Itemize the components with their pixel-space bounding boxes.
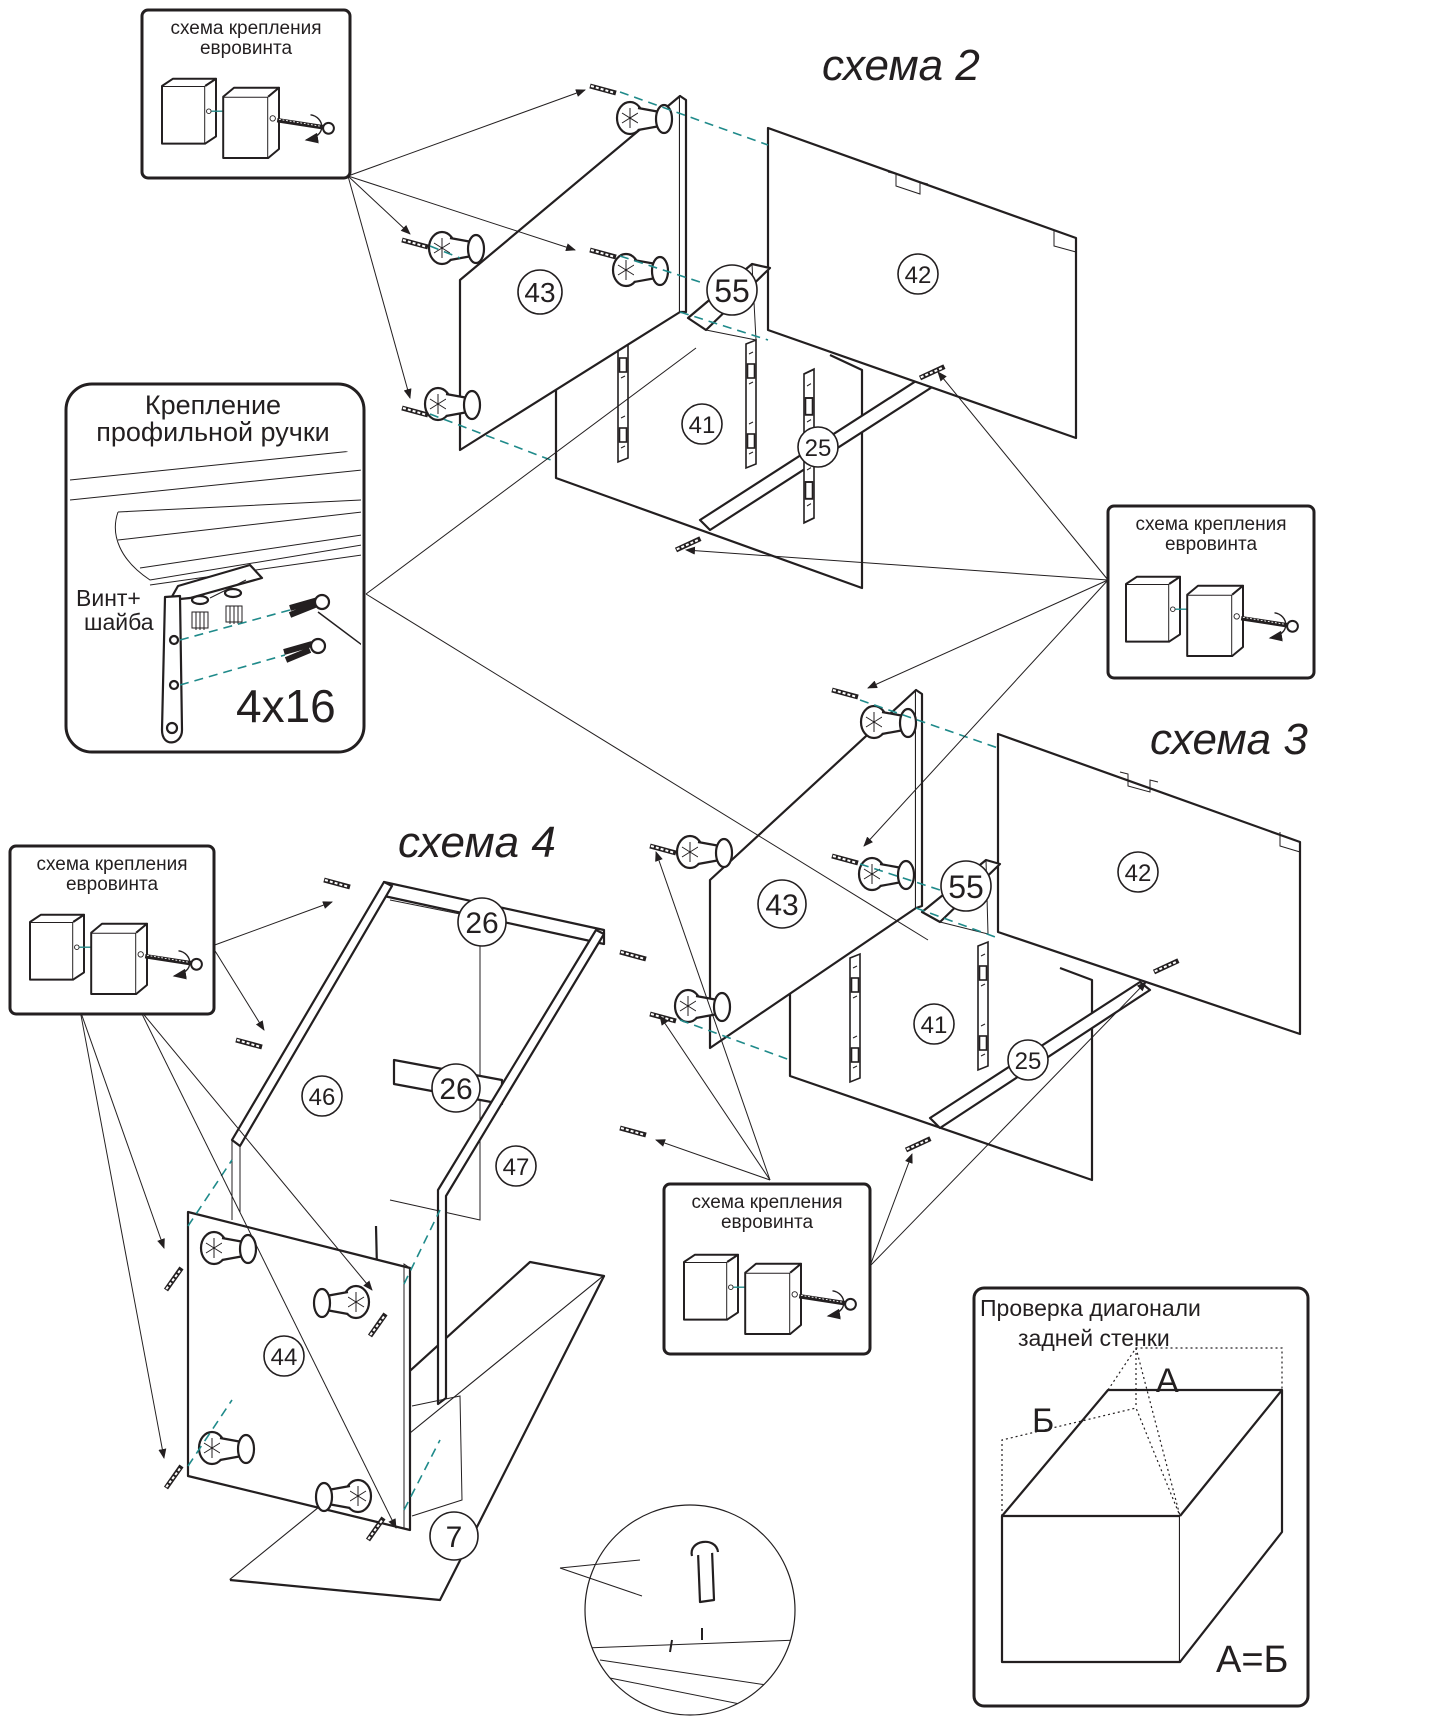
eurobolt-label-line2-left: евровинта — [66, 874, 158, 895]
svg-text:47: 47 — [503, 1154, 530, 1181]
handle-illustration — [69, 450, 361, 744]
screw-size: 4x16 — [236, 680, 336, 732]
part-26-mid-s4: 26 — [431, 1063, 481, 1113]
part-42-s3: 42 — [1117, 851, 1159, 893]
eurobolt-label-line2: евровинта — [200, 38, 292, 59]
scheme-2-title: схема 2 — [822, 41, 980, 90]
svg-text:42: 42 — [1125, 860, 1152, 887]
eurobolt-label-line1-right: схема крепления — [1135, 514, 1286, 535]
part-26-top-s4: 26 — [457, 897, 507, 947]
part-25-s2: 25 — [797, 426, 839, 468]
handle-title-line2: профильной ручки — [96, 417, 329, 447]
eurobolt-label-line2-bottom: евровинта — [721, 1212, 813, 1233]
eurobolt-label-line1: схема крепления — [170, 18, 321, 39]
svg-text:43: 43 — [524, 277, 555, 308]
handle-mount-box: Крепление профильной ручки Винт+ — [64, 382, 366, 754]
handle-title-line1: Крепление — [145, 390, 281, 420]
part-numbers: 43 42 55 41 25 43 42 55 41 25 26 26 46 4… — [263, 253, 1159, 1561]
part-41-s3: 41 — [913, 1003, 955, 1045]
diagonal-equation: А=Б — [1216, 1639, 1288, 1681]
svg-text:43: 43 — [765, 889, 798, 922]
diagonal-check-box: Проверка диагонали задней стенки А Б А=Б — [972, 1286, 1310, 1708]
svg-text:41: 41 — [689, 412, 716, 439]
part-7-s4: 7 — [429, 1511, 479, 1561]
svg-text:25: 25 — [805, 435, 832, 462]
eurobolt-box-bottom: схема крепления евровинта — [662, 1182, 872, 1356]
part-25-s3: 25 — [1007, 1039, 1049, 1081]
part-47-s4: 47 — [495, 1145, 537, 1187]
svg-text:44: 44 — [271, 1344, 298, 1371]
part-41-s2: 41 — [681, 403, 723, 445]
svg-text:25: 25 — [1015, 1048, 1042, 1075]
part-43-s2: 43 — [517, 269, 563, 315]
eurobolt-box-top-left: схема крепления евровинта — [140, 8, 352, 180]
part-43-s3: 43 — [757, 879, 807, 929]
part-44-s4: 44 — [263, 1335, 305, 1377]
svg-text:41: 41 — [921, 1012, 948, 1039]
svg-text:42: 42 — [905, 262, 932, 289]
part-55-s3: 55 — [940, 860, 992, 912]
eurobolt-box-right: схема крепления евровинта — [1106, 504, 1316, 680]
diagonal-label-a: А — [1156, 1362, 1179, 1400]
diagonal-title-line1: Проверка диагонали — [980, 1295, 1201, 1321]
part-55-s2: 55 — [706, 264, 758, 316]
part-46-s4: 46 — [301, 1075, 343, 1117]
eurobolt-box-left: схема крепления евровинта — [8, 844, 216, 1016]
scheme-2-drawing — [402, 86, 1078, 590]
diagonal-title-line2: задней стенки — [1018, 1325, 1170, 1351]
scheme-4-title: схема 4 — [398, 818, 556, 867]
svg-text:26: 26 — [465, 907, 498, 940]
screw-label-line1: Винт+ — [76, 585, 141, 611]
diagonal-label-b: Б — [1032, 1402, 1054, 1440]
svg-text:55: 55 — [714, 273, 750, 309]
svg-text:55: 55 — [948, 869, 984, 905]
eurobolt-label-line1-left: схема крепления — [36, 854, 187, 875]
eurobolt-label-line2-right: евровинта — [1165, 534, 1257, 555]
part-42-s2: 42 — [897, 253, 939, 295]
svg-text:26: 26 — [439, 1073, 472, 1106]
scheme-3-title: схема 3 — [1150, 715, 1308, 764]
eurobolt-label-line1-bottom: схема крепления — [691, 1192, 842, 1213]
screw-label-line2: шайба — [84, 609, 154, 635]
leader-lines — [79, 89, 1147, 1529]
svg-text:46: 46 — [309, 1084, 336, 1111]
svg-text:7: 7 — [446, 1521, 463, 1554]
